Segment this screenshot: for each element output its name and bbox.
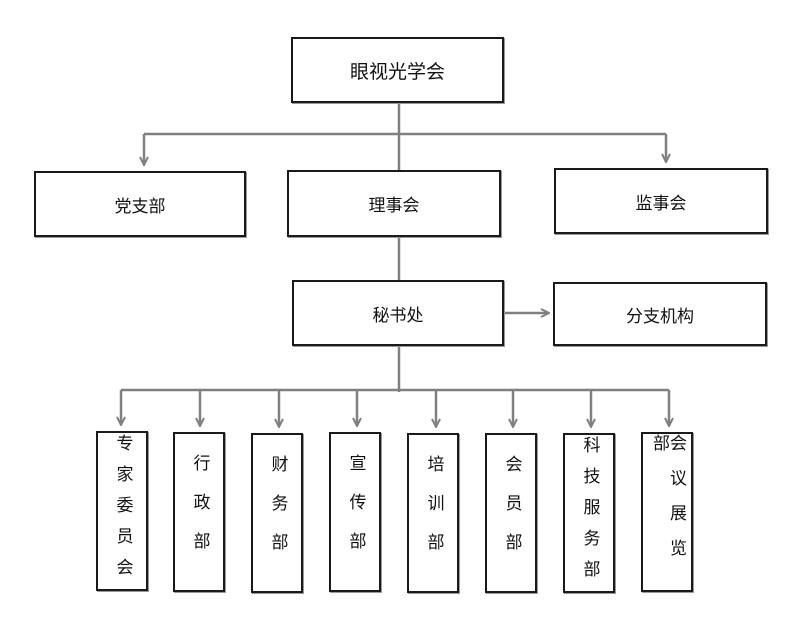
- dept-label-6: 会员部: [501, 454, 522, 572]
- dept-node-8: 会议展览部: [641, 432, 693, 592]
- node-secretariat-label: 秘书处: [372, 305, 424, 326]
- dept-node-6: 会员部: [485, 433, 537, 593]
- dept-node-5: 培训部: [407, 433, 459, 593]
- dept-label-7: 科技服务部: [579, 435, 600, 591]
- dept-node-4: 宣传部: [329, 432, 381, 592]
- node-root: 眼视光学会: [291, 37, 504, 103]
- dept-label-2: 行政部: [189, 453, 210, 571]
- node-supervisory-board-label: 监事会: [635, 193, 687, 214]
- node-branch-organizations: 分支机构: [553, 282, 767, 346]
- dept-label-5: 培训部: [423, 454, 444, 572]
- node-supervisory-board: 监事会: [554, 168, 768, 234]
- dept-label-8: 会议展览部: [649, 434, 686, 574]
- node-party-branch: 党支部: [34, 171, 246, 237]
- dept-node-2: 行政部: [173, 432, 225, 592]
- node-root-label: 眼视光学会: [349, 60, 445, 83]
- dept-node-3: 财务部: [251, 433, 303, 593]
- dept-label-4: 宣传部: [345, 453, 366, 571]
- dept-label-3: 财务部: [267, 454, 288, 572]
- dept-label-1: 专家委员会: [112, 433, 133, 589]
- node-secretariat: 秘书处: [292, 280, 504, 346]
- node-party-branch-label: 党支部: [114, 196, 166, 217]
- node-branch-organizations-label: 分支机构: [626, 306, 694, 327]
- node-council: 理事会: [287, 170, 501, 237]
- dept-node-1: 专家委员会: [96, 431, 148, 591]
- node-council-label: 理事会: [368, 196, 420, 216]
- dept-node-7: 科技服务部: [563, 433, 615, 593]
